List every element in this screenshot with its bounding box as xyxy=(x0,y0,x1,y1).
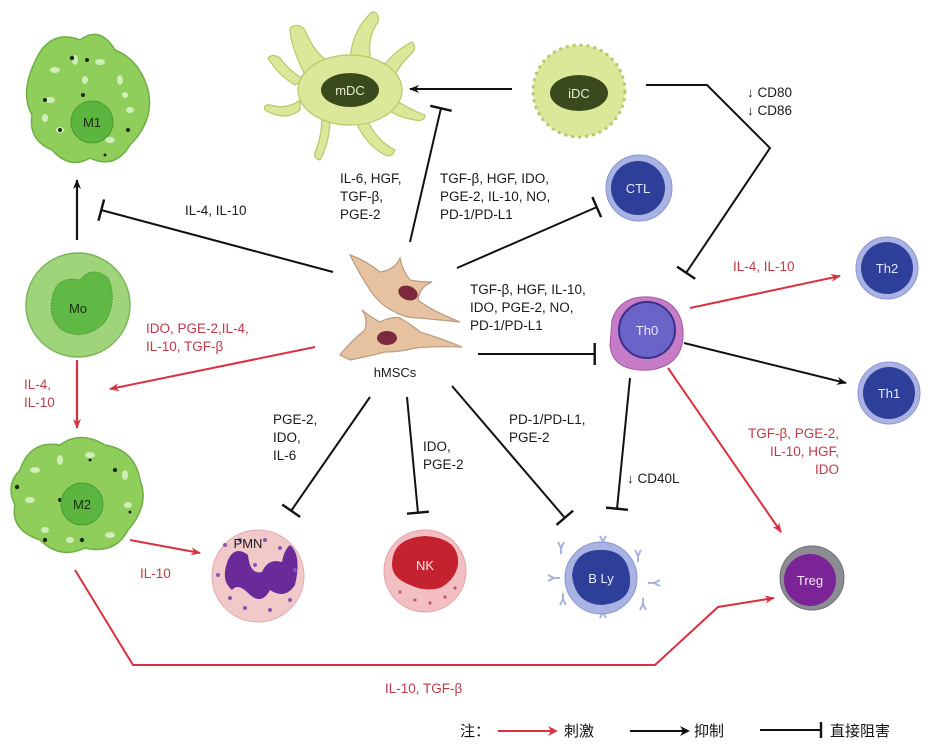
cell-th0: Th0 xyxy=(609,296,684,371)
label-hmsc-pmn: PGE-2, IDO, IL-6 xyxy=(273,412,318,463)
cell-ctl: CTL xyxy=(605,154,673,222)
edge-th0-to-th2 xyxy=(689,273,841,309)
legend-inhibit-label: 抑制 xyxy=(694,722,725,740)
cell-label: M1 xyxy=(83,115,101,130)
cell-label: CTL xyxy=(626,181,651,196)
cell-m1: M1 xyxy=(25,33,151,164)
cell-hmsc: hMSCs xyxy=(339,253,463,380)
cell-nk: NK xyxy=(383,529,467,613)
cell-th2: Th2 xyxy=(855,236,919,300)
legend: 注： 刺激 抑制 直接阻害 xyxy=(460,718,940,744)
edge-hmsc-block-ctl xyxy=(456,196,603,269)
edge-hmsc-block-pmn xyxy=(281,396,371,519)
label-idc-th0: ↓ CD80 ↓ CD86 xyxy=(747,85,793,118)
label-hmsc-m2: IDO, PGE-2,IL-4, IL-10, TGF-β xyxy=(146,321,249,354)
edge-m2-to-pmn xyxy=(129,539,201,556)
legend-stimulate-arrow-icon xyxy=(498,726,558,736)
cell-label: M2 xyxy=(73,497,91,512)
legend-prefix: 注： xyxy=(460,722,491,740)
cell-mdc: mDC xyxy=(263,11,426,161)
label-th0-treg: TGF-β, PGE-2, IL-10, HGF, IDO xyxy=(747,426,839,477)
cell-mo: Mo xyxy=(25,252,131,358)
edge-th0-block-bly xyxy=(605,377,631,511)
edge-hmsc-block-nk xyxy=(406,396,430,515)
edge-idc-block-th0 xyxy=(646,84,772,280)
edges xyxy=(73,84,847,666)
cell-pmn: PMN xyxy=(211,529,305,623)
edge-hmsc-block-mdc xyxy=(409,104,452,243)
cell-th1: Th1 xyxy=(857,361,921,425)
legend-stimulate-label: 刺激 xyxy=(564,722,595,740)
cell-label: Th1 xyxy=(878,386,900,401)
label-th0-bly: ↓ CD40L xyxy=(627,471,680,486)
cell-label: Th2 xyxy=(876,261,898,276)
cell-idc: iDC xyxy=(531,43,627,139)
cell-label: NK xyxy=(416,558,434,573)
label-m2-pmn: IL-10 xyxy=(140,566,171,581)
label-mo-m2: IL-4, IL-10 xyxy=(24,377,55,410)
label-hmsc-th0: TGF-β, HGF, IL-10, IDO, PGE-2, NO, PD-1/… xyxy=(470,282,586,333)
cell-label: iDC xyxy=(568,86,590,101)
cell-label: Treg xyxy=(797,573,823,588)
legend-block-label: 直接阻害 xyxy=(830,722,891,740)
label-hmsc-ctl: TGF-β, HGF, IDO, PGE-2, IL-10, NO, PD-1/… xyxy=(440,171,551,222)
label-hmsc-mdc: IL-6, HGF, TGF-β, PGE-2 xyxy=(340,171,402,222)
label-th0-th2: IL-4, IL-10 xyxy=(733,259,795,274)
edge-m2-to-treg xyxy=(74,569,775,666)
cell-label: mDC xyxy=(335,83,365,98)
edge-hmsc-to-m2 xyxy=(109,346,316,392)
edge-hmsc-block-bly xyxy=(451,385,574,526)
edge-th0-to-treg xyxy=(667,367,782,533)
legend-block-bar-icon xyxy=(760,722,823,738)
label-hmsc-m1: IL-4, IL-10 xyxy=(185,203,247,218)
label-hmsc-nk: IDO, PGE-2 xyxy=(423,439,464,472)
cell-treg: Treg xyxy=(779,545,845,611)
cell-m2: M2 xyxy=(10,436,144,554)
label-hmsc-bly: PD-1/PD-L1, PGE-2 xyxy=(509,412,586,445)
label-m2-treg: IL-10, TGF-β xyxy=(385,681,463,696)
cell-label: Mo xyxy=(69,301,87,316)
cell-label: PMN xyxy=(234,536,263,551)
edge-hmsc-block-m1 xyxy=(97,199,334,273)
cell-label: B Ly xyxy=(588,571,614,586)
cell-label: hMSCs xyxy=(374,365,417,380)
legend-inhibit-arrow-icon xyxy=(630,726,690,736)
cell-bly: B Ly xyxy=(547,535,661,619)
edge-th0-to-th1 xyxy=(683,342,847,385)
cell-label: Th0 xyxy=(636,323,658,338)
